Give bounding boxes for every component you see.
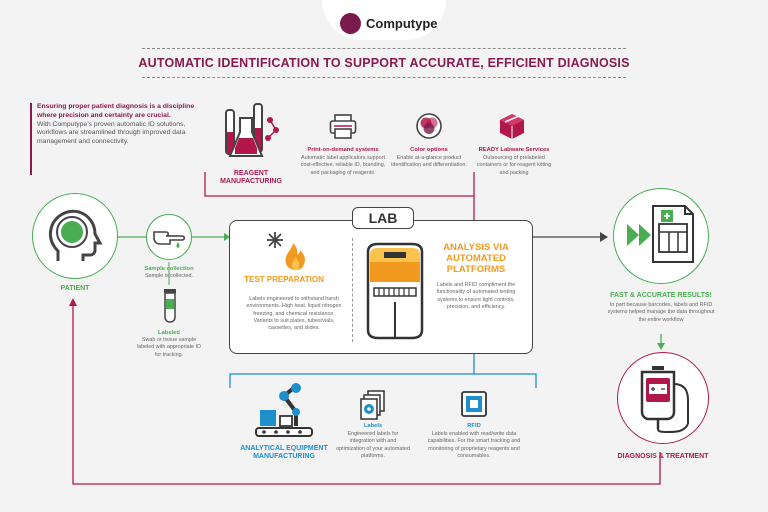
results-title: FAST & ACCURATE RESULTS! (610, 292, 712, 299)
service-print-text: Automatic label applicators support cost… (300, 155, 386, 176)
labeled-text: Swab or tissue sample labeled with appro… (136, 337, 202, 358)
computype-logo-icon (340, 13, 361, 34)
results-text: In part because barcodes, labels and RFI… (607, 302, 715, 323)
diagnosis-title: DIAGNOSIS & TREATMENT (617, 453, 709, 460)
lab-divider (352, 238, 353, 342)
service-ready-text: Outsourcing of prelabeled containers or … (476, 155, 552, 176)
brand-name: Computype (366, 16, 438, 31)
sample-title: Sample collection (144, 266, 194, 272)
hand-swab-icon (153, 231, 186, 248)
service-print-title: Print-on-demand systems (307, 147, 379, 153)
title-divider-bottom (142, 77, 626, 78)
labels-text: Engineered labels for integration with a… (336, 431, 410, 459)
lab-label: LAB (352, 207, 414, 229)
service-color-title: Color options (410, 147, 448, 153)
box-package-icon (500, 114, 524, 139)
reagent-flask-icon (225, 103, 279, 157)
test-prep-title: TEST PREPARATION (244, 275, 324, 284)
analysis-title: ANALYSIS VIA AUTOMATED PLATFORMS (443, 242, 509, 275)
intro-body: With Computype’s proven automatic ID sol… (37, 120, 186, 146)
patient-head-icon (48, 209, 103, 261)
service-ready-title: READY Labware Services (478, 147, 550, 153)
rfid-title: RFID (467, 423, 481, 429)
page-title: AUTOMATIC IDENTIFICATION TO SUPPORT ACCU… (138, 56, 630, 70)
printer-icon (329, 114, 357, 139)
snowflake-flame-icon (267, 232, 305, 270)
sample-text: Sample is collected. (145, 273, 193, 279)
title-divider-top (142, 48, 626, 49)
patient-label: PATIENT (60, 285, 90, 292)
reagent-title: REAGENT MANUFACTURING (220, 170, 282, 186)
fast-forward-report-icon (627, 205, 694, 263)
labels-title: Labels (363, 423, 383, 429)
automated-platform-icon (366, 242, 424, 340)
test-tube-icon (164, 289, 176, 323)
equipment-title: ANALYTICAL EQUIPMENT MANUFACTURING (240, 445, 328, 461)
rfid-chip-icon (461, 391, 487, 417)
analysis-text: Labels and RFID compliment the functiona… (436, 282, 516, 310)
rfid-text: Labels enabled with read/write data capa… (427, 431, 521, 459)
robot-arm-icon (255, 383, 313, 437)
service-color-text: Enable at-a-glance product identificatio… (391, 155, 467, 169)
test-prep-text: Labels engineered to withstand harsh env… (246, 296, 342, 332)
label-sheets-icon (360, 390, 385, 420)
intro-bold: Ensuring proper patient diagnosis is a d… (37, 103, 195, 119)
labeled-title: Labeled (158, 330, 180, 336)
intro-accent-bar (30, 103, 32, 175)
intro-text: Ensuring proper patient diagnosis is a d… (37, 103, 197, 147)
iv-bag-icon (640, 366, 689, 433)
color-wheel-icon (416, 113, 442, 139)
